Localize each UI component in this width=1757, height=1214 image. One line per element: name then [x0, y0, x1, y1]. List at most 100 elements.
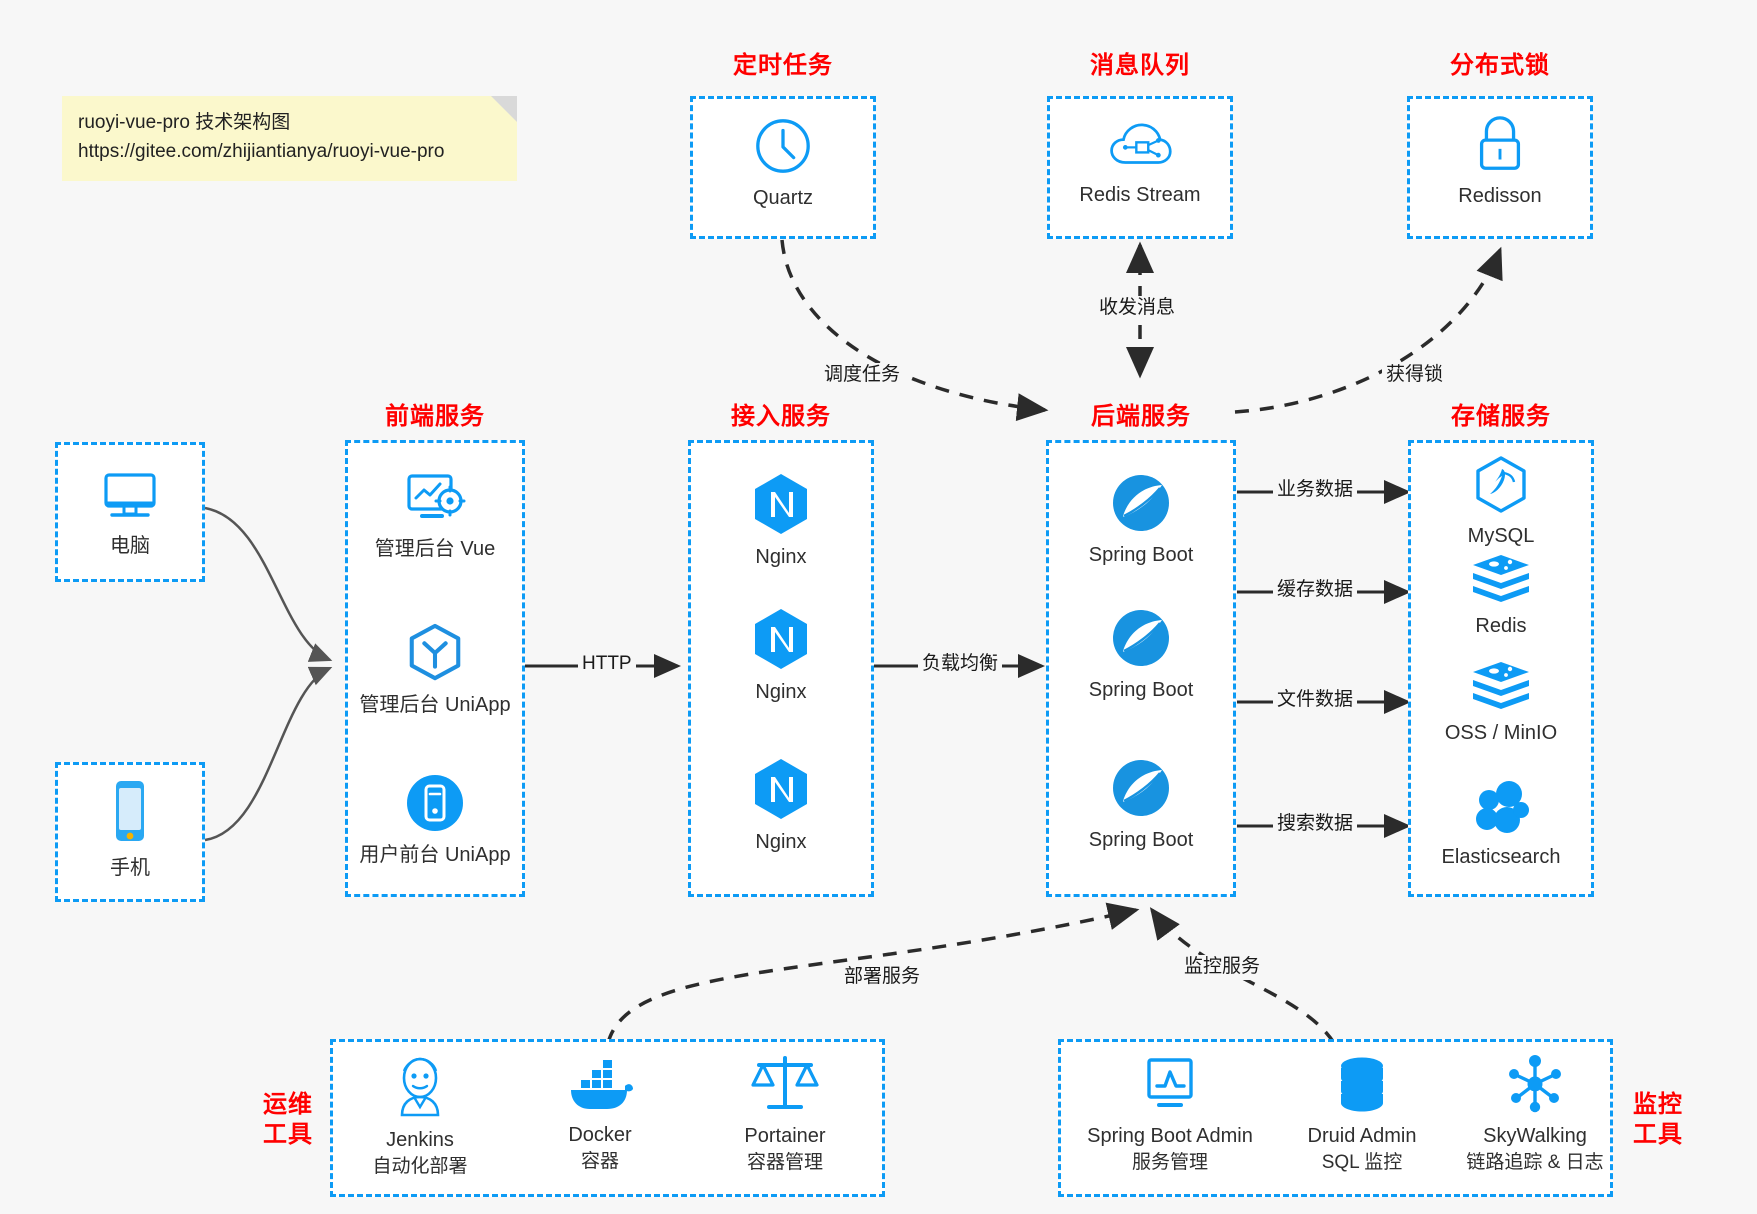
node-elasticsearch[interactable]: Elasticsearch [1408, 778, 1594, 870]
edge-label-search-data: 搜索数据 [1273, 812, 1358, 837]
node-nginx-3[interactable]: Nginx [688, 757, 874, 855]
title-sticky-note: ruoyi-vue-pro 技术架构图 https://gitee.com/zh… [62, 96, 517, 181]
node-label-spring-boot-1: Spring Boot [1088, 544, 1194, 566]
portainer-scale-icon [751, 1053, 819, 1115]
redis-icon [1470, 553, 1532, 605]
node-skywalking[interactable]: SkyWalking 链路追踪 & 日志 [1440, 1053, 1630, 1176]
node-desc-spring-boot-admin: 服务管理 [1131, 1152, 1208, 1173]
node-label-user-uniapp: 用户前台 UniApp [359, 844, 511, 866]
node-label-computer: 电脑 [110, 535, 150, 557]
node-label-docker: Docker [568, 1124, 632, 1146]
node-oss-minio[interactable]: OSS / MinIO [1408, 660, 1594, 746]
edge-label-deploy-service: 部署服务 [840, 965, 925, 990]
nginx-icon [752, 472, 810, 536]
group-label-storage-service: 存储服务 [1451, 403, 1551, 430]
lock-icon [1471, 113, 1529, 175]
node-label-quartz: Quartz [752, 187, 814, 209]
node-spring-boot-admin[interactable]: Spring Boot Admin 服务管理 [1070, 1055, 1270, 1176]
node-label-nginx-3: Nginx [755, 831, 807, 853]
edge-label-send-receive-message: 收发消息 [1095, 296, 1180, 321]
node-label-admin-uniapp: 管理后台 UniApp [359, 694, 511, 716]
node-label-druid-admin: Druid Admin [1307, 1125, 1417, 1147]
node-label-portainer: Portainer [744, 1125, 826, 1147]
node-label-jenkins: Jenkins [386, 1129, 454, 1151]
node-spring-boot-3[interactable]: Spring Boot [1046, 757, 1236, 853]
group-label-access-service: 接入服务 [731, 403, 831, 430]
node-jenkins[interactable]: Jenkins 自动化部署 [340, 1055, 500, 1180]
elasticsearch-icon [1471, 778, 1531, 836]
group-label-monitor-line1: 监控 [1633, 1091, 1683, 1118]
node-label-nginx-1: Nginx [755, 546, 807, 568]
node-label-redis: Redis [1475, 615, 1527, 637]
clock-icon [752, 115, 814, 177]
mysql-icon [1473, 455, 1529, 515]
nginx-icon [752, 607, 810, 671]
node-computer[interactable]: 电脑 [55, 467, 205, 559]
node-spring-boot-1[interactable]: Spring Boot [1046, 472, 1236, 568]
group-label-devops-tools: 运维 工具 [258, 1090, 318, 1150]
edge-label-load-balance: 负载均衡 [918, 652, 1003, 677]
object-storage-icon [1470, 660, 1532, 712]
group-label-message-queue: 消息队列 [1090, 52, 1190, 79]
desktop-computer-icon [98, 467, 162, 525]
node-desc-skywalking: 链路追踪 & 日志 [1466, 1152, 1604, 1173]
node-label-phone: 手机 [110, 857, 150, 879]
skywalking-network-icon [1504, 1053, 1566, 1115]
admin-dashboard-icon [402, 470, 468, 528]
spring-boot-icon [1110, 607, 1172, 669]
note-line-title: ruoyi-vue-pro 技术架构图 [78, 112, 291, 133]
node-desc-jenkins: 自动化部署 [372, 1156, 468, 1177]
node-nginx-2[interactable]: Nginx [688, 607, 874, 705]
node-redis-stream[interactable]: Redis Stream [1047, 118, 1233, 208]
edge-label-http: HTTP [578, 652, 636, 677]
node-portainer[interactable]: Portainer 容器管理 [700, 1053, 870, 1176]
node-redisson[interactable]: Redisson [1407, 113, 1593, 209]
group-box-message-queue [1047, 96, 1233, 239]
mobile-phone-icon [107, 777, 153, 847]
node-spring-boot-2[interactable]: Spring Boot [1046, 607, 1236, 703]
node-docker[interactable]: Docker 容器 [520, 1058, 680, 1175]
group-label-devops-line2: 工具 [263, 1121, 313, 1148]
spring-boot-icon [1110, 472, 1172, 534]
node-admin-vue[interactable]: 管理后台 Vue [345, 470, 525, 562]
group-label-devops-line1: 运维 [263, 1091, 313, 1118]
database-icon [1333, 1055, 1391, 1115]
node-nginx-1[interactable]: Nginx [688, 472, 874, 570]
group-label-monitor-line2: 工具 [1633, 1121, 1683, 1148]
docker-whale-icon [565, 1058, 635, 1114]
node-phone[interactable]: 手机 [55, 777, 205, 881]
node-desc-portainer: 容器管理 [746, 1152, 823, 1173]
edge-label-schedule-task: 调度任务 [820, 363, 905, 388]
node-label-elasticsearch: Elasticsearch [1441, 846, 1561, 868]
node-label-nginx-2: Nginx [755, 681, 807, 703]
edge-label-business-data: 业务数据 [1273, 478, 1358, 503]
uniapp-cube-icon [405, 622, 465, 684]
cloud-stream-icon [1107, 118, 1173, 174]
group-label-scheduled-task: 定时任务 [733, 52, 833, 79]
node-admin-uniapp[interactable]: 管理后台 UniApp [345, 622, 525, 718]
group-label-frontend-service: 前端服务 [385, 403, 485, 430]
node-redis[interactable]: Redis [1408, 553, 1594, 639]
node-label-redisson: Redisson [1458, 185, 1542, 207]
node-label-spring-boot-2: Spring Boot [1088, 679, 1194, 701]
group-label-monitor-tools: 监控 工具 [1628, 1090, 1688, 1150]
node-label-spring-boot-admin: Spring Boot Admin [1087, 1125, 1253, 1147]
node-label-skywalking: SkyWalking [1483, 1125, 1587, 1147]
node-user-uniapp[interactable]: 用户前台 UniApp [345, 772, 525, 868]
group-label-backend-service: 后端服务 [1091, 403, 1191, 430]
group-label-distributed-lock: 分布式锁 [1450, 52, 1550, 79]
node-druid-admin[interactable]: Druid Admin SQL 监控 [1272, 1055, 1452, 1176]
node-mysql[interactable]: MySQL [1408, 455, 1594, 549]
edge-label-cache-data: 缓存数据 [1273, 578, 1358, 603]
note-line-url: https://gitee.com/zhijiantianya/ruoyi-vu… [78, 141, 445, 163]
group-box-computer [55, 442, 205, 582]
node-label-mysql: MySQL [1467, 525, 1535, 547]
node-desc-druid-admin: SQL 监控 [1321, 1152, 1403, 1173]
monitor-chart-icon [1139, 1055, 1201, 1115]
node-quartz[interactable]: Quartz [690, 115, 876, 211]
node-label-redis-stream: Redis Stream [1079, 184, 1201, 206]
edge-label-file-data: 文件数据 [1273, 688, 1358, 713]
nginx-icon [752, 757, 810, 821]
edge-label-acquire-lock: 获得锁 [1382, 363, 1448, 388]
